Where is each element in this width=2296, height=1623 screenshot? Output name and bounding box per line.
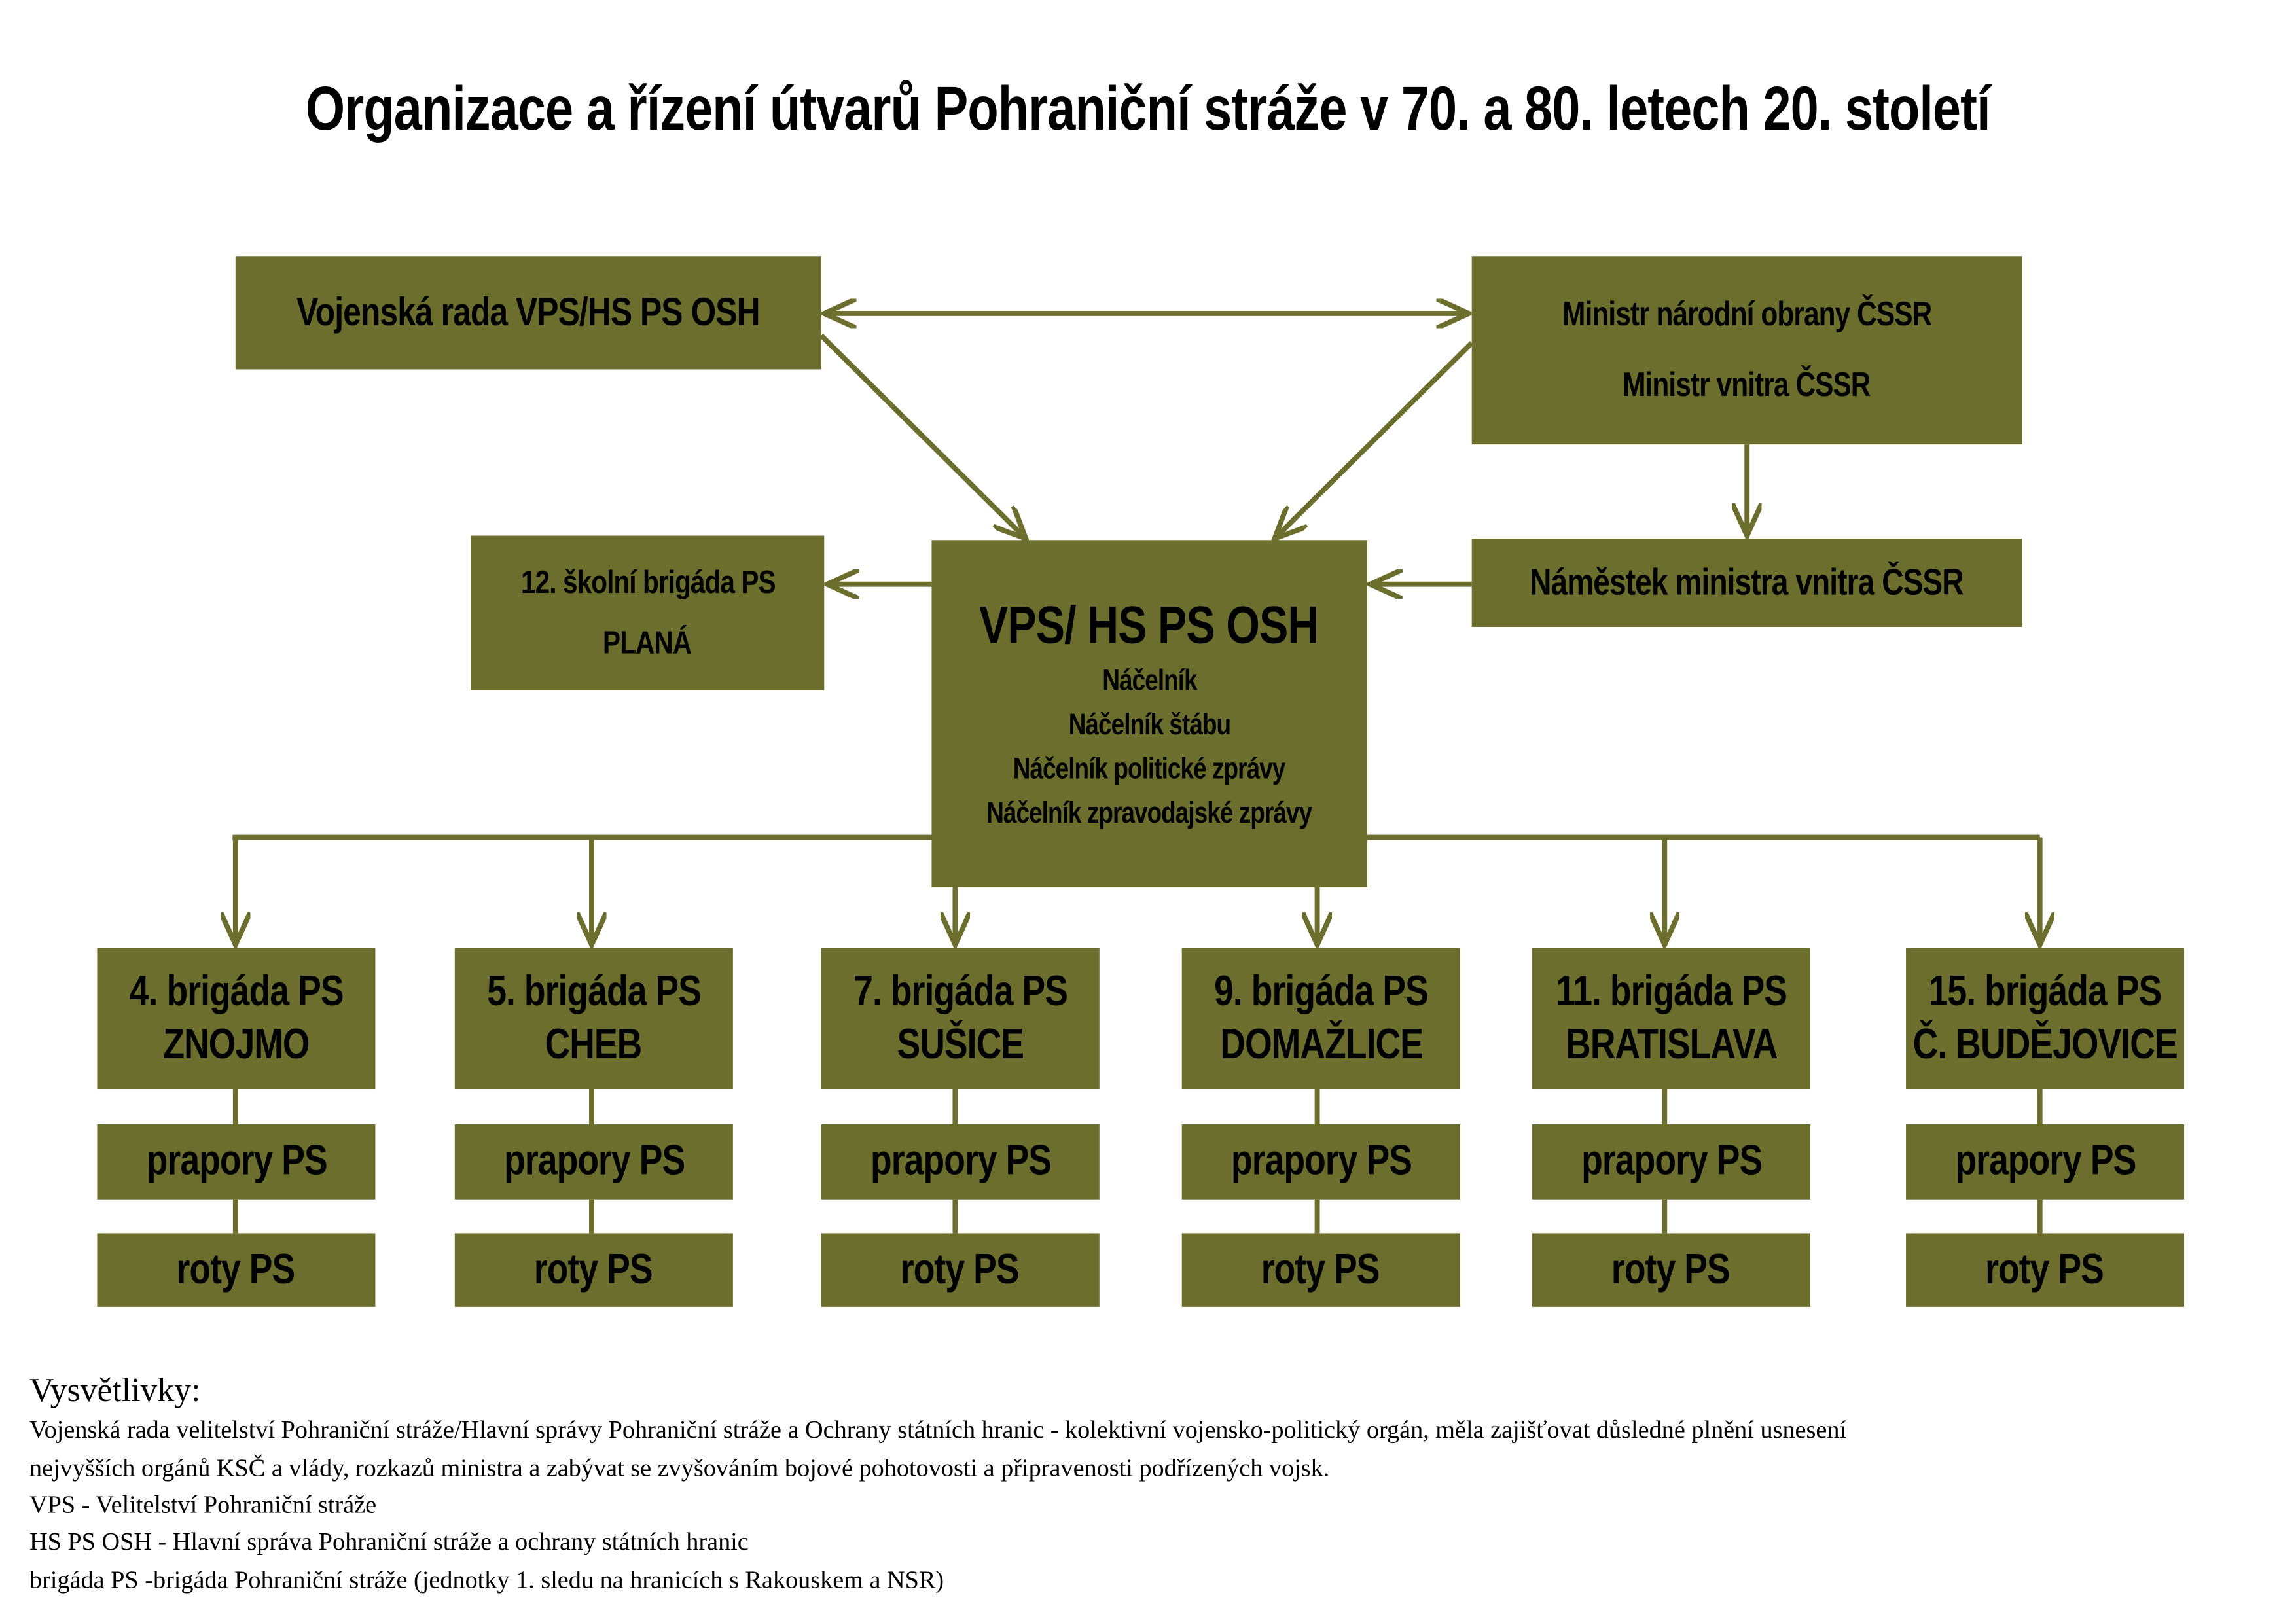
battalions-label: prapory PS bbox=[503, 1138, 685, 1186]
brigade-place: CHEB bbox=[545, 1021, 643, 1069]
battalions-box: prapory PS bbox=[97, 1124, 376, 1200]
legend-line: brigáda PS -brigáda Pohraniční stráže (j… bbox=[29, 1565, 944, 1594]
battalions-label: prapory PS bbox=[1230, 1138, 1412, 1186]
hq-box: VPS/ HS PS OSH Náčelník Náčelník štábu N… bbox=[931, 540, 1368, 887]
companies-label: roty PS bbox=[901, 1246, 1020, 1294]
companies-box: roty PS bbox=[1181, 1233, 1460, 1307]
military-council-label: Vojenská rada VPS/HS PS OSH bbox=[296, 290, 761, 335]
battalions-label: prapory PS bbox=[1954, 1138, 2136, 1186]
brigade-name: 15. brigáda PS bbox=[1928, 968, 2162, 1016]
hq-role: Náčelník štábu bbox=[1068, 709, 1231, 743]
brigade-box: 7. brigáda PS SUŠICE bbox=[821, 948, 1100, 1090]
companies-box: roty PS bbox=[1906, 1233, 2185, 1307]
brigade-box: 11. brigáda PS BRATISLAVA bbox=[1532, 948, 1810, 1090]
minister-interior-label: Ministr vnitra ČSSR bbox=[1623, 365, 1871, 404]
legend-heading: Vysvětlivky: bbox=[29, 1371, 201, 1409]
minister-defence-label: Ministr národní obrany ČSSR bbox=[1562, 294, 1932, 334]
legend-line: Vojenská rada velitelství Pohraniční str… bbox=[29, 1416, 1847, 1444]
hq-role: Náčelník politické zprávy bbox=[1013, 754, 1286, 787]
brigade-box: 5. brigáda PS CHEB bbox=[454, 948, 733, 1090]
battalions-box: prapory PS bbox=[821, 1124, 1100, 1200]
battalions-label: prapory PS bbox=[870, 1138, 1051, 1186]
battalions-box: prapory PS bbox=[1532, 1124, 1810, 1200]
battalions-box: prapory PS bbox=[454, 1124, 733, 1200]
deputy-minister-box: Náměstek ministra vnitra ČSSR bbox=[1471, 539, 2022, 627]
companies-label: roty PS bbox=[1986, 1246, 2105, 1294]
companies-box: roty PS bbox=[1532, 1233, 1810, 1307]
brigade-box: 4. brigáda PS ZNOJMO bbox=[97, 948, 376, 1090]
connector-line bbox=[1274, 341, 1474, 539]
brigade-name: 4. brigáda PS bbox=[129, 968, 344, 1016]
school-brigade-label: 12. školní brigáda PS bbox=[520, 563, 776, 601]
brigade-box: 9. brigáda PS DOMAŽLICE bbox=[1181, 948, 1460, 1090]
battalions-box: prapory PS bbox=[1181, 1124, 1460, 1200]
brigade-place: SUŠICE bbox=[897, 1021, 1024, 1069]
battalions-label: prapory PS bbox=[1581, 1138, 1762, 1186]
companies-box: roty PS bbox=[97, 1233, 376, 1307]
battalions-label: prapory PS bbox=[145, 1138, 327, 1186]
brigade-name: 7. brigáda PS bbox=[853, 968, 1068, 1016]
brigade-name: 5. brigáda PS bbox=[486, 968, 702, 1016]
title-text: Organizace a řízení útvarů Pohraniční st… bbox=[306, 73, 1991, 143]
battalions-box: prapory PS bbox=[1906, 1124, 2185, 1200]
companies-box: roty PS bbox=[821, 1233, 1100, 1307]
school-brigade-place: PLANÁ bbox=[603, 623, 692, 660]
hq-role: Náčelník zpravodajské zprávy bbox=[986, 798, 1313, 831]
legend-line: VPS - Velitelství Pohraniční stráže bbox=[29, 1490, 377, 1519]
companies-box: roty PS bbox=[454, 1233, 733, 1307]
companies-label: roty PS bbox=[177, 1246, 296, 1294]
brigade-name: 9. brigáda PS bbox=[1213, 968, 1429, 1016]
hq-title: VPS/ HS PS OSH bbox=[980, 594, 1319, 654]
legend-line: HS PS OSH - Hlavní správa Pohraniční str… bbox=[29, 1527, 749, 1556]
military-council-box: Vojenská rada VPS/HS PS OSH bbox=[235, 256, 821, 370]
legend-line: nejvyšších orgánů KSČ a vlády, rozkazů m… bbox=[29, 1454, 1330, 1482]
school-brigade-box: 12. školní brigáda PS PLANÁ bbox=[471, 535, 825, 690]
companies-label: roty PS bbox=[1261, 1246, 1381, 1294]
connector-line bbox=[819, 333, 1026, 539]
chart-title: Organizace a řízení útvarů Pohraniční st… bbox=[0, 73, 2296, 144]
companies-label: roty PS bbox=[534, 1246, 654, 1294]
brigade-place: BRATISLAVA bbox=[1565, 1021, 1778, 1069]
brigade-box: 15. brigáda PS Č. BUDĚJOVICE bbox=[1906, 948, 2185, 1090]
deputy-minister-label: Náměstek ministra vnitra ČSSR bbox=[1530, 562, 1964, 603]
companies-label: roty PS bbox=[1612, 1246, 1731, 1294]
brigade-place: Č. BUDĚJOVICE bbox=[1912, 1021, 2178, 1069]
brigade-place: DOMAŽLICE bbox=[1219, 1021, 1422, 1069]
brigade-place: ZNOJMO bbox=[163, 1021, 310, 1069]
hq-role: Náčelník bbox=[1102, 666, 1197, 698]
brigade-name: 11. brigáda PS bbox=[1556, 968, 1787, 1016]
ministers-box: Ministr národní obrany ČSSR Ministr vnitr… bbox=[1471, 256, 2022, 445]
